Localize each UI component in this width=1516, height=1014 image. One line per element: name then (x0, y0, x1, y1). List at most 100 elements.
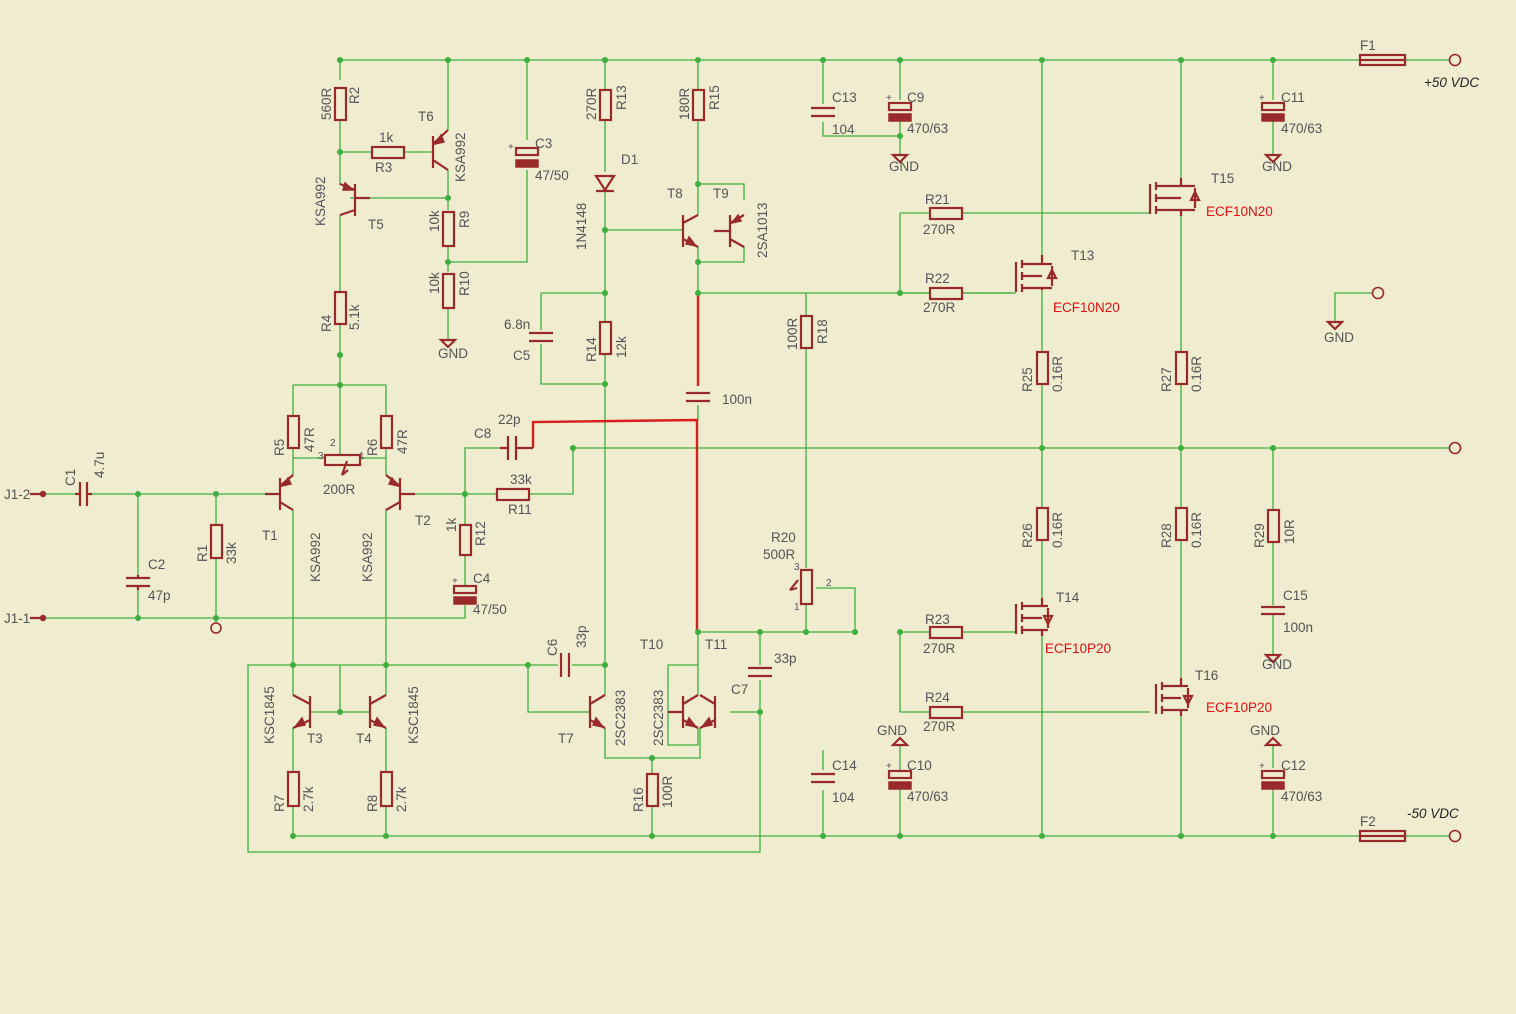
r22-value: 270R (923, 300, 956, 315)
diode-d1[interactable] (593, 174, 617, 193)
resistor-r26[interactable] (1035, 506, 1050, 542)
transistors (265, 129, 745, 729)
junction-dot (602, 381, 608, 387)
capacitor-c10[interactable]: + (886, 761, 913, 790)
capacitor-c1[interactable] (75, 482, 92, 506)
resistor-r10[interactable] (441, 272, 456, 310)
capacitor-c3[interactable]: + (508, 142, 540, 168)
resistor-r16[interactable] (645, 772, 660, 808)
resistor-r4[interactable] (333, 290, 348, 326)
capacitor-c9[interactable]: + (886, 93, 913, 122)
r21-ref: R21 (925, 192, 950, 207)
gnd-symbol (1263, 736, 1283, 747)
t5-ref: T5 (368, 217, 384, 232)
label-minus50: -50 VDC (1407, 806, 1459, 821)
resistor-r28[interactable] (1174, 506, 1189, 542)
transistor-t9[interactable] (714, 213, 745, 248)
r4-ref: R4 (319, 314, 334, 332)
capacitor-100n[interactable] (686, 391, 710, 403)
transistor-t2[interactable] (385, 474, 415, 511)
capacitor-c5[interactable] (529, 331, 553, 343)
r7-ref: R7 (272, 795, 287, 812)
transistor-t6[interactable] (431, 129, 449, 171)
r11-ref: R11 (508, 502, 532, 517)
transistor-t10[interactable] (668, 694, 699, 729)
resistor-r22[interactable] (928, 286, 964, 301)
transistor-t11[interactable] (699, 694, 717, 729)
d1-ref: D1 (621, 152, 638, 167)
mosfet-t16[interactable] (1154, 678, 1194, 716)
capacitor-c7[interactable] (748, 666, 772, 678)
capacitor-c12[interactable]: + (1259, 761, 1286, 790)
resistor-r13[interactable] (598, 88, 613, 122)
t9-part: 2SA1013 (755, 202, 770, 258)
pin-j1-1[interactable] (39, 614, 47, 622)
junction-dot (1178, 833, 1184, 839)
mosfet-t15[interactable] (1148, 178, 1201, 216)
resistor-r25[interactable] (1035, 350, 1050, 386)
resistor-r15[interactable] (691, 88, 706, 122)
potentiometer-r20[interactable] (789, 568, 814, 606)
capacitor-c2[interactable] (126, 575, 150, 590)
transistor-t4[interactable] (368, 694, 387, 729)
terminal-gnd[interactable] (1371, 286, 1385, 300)
d1-value: 1N4148 (574, 203, 589, 250)
junction-dot (135, 491, 141, 497)
capacitor-c15[interactable] (1261, 605, 1285, 616)
pin-j1-2[interactable] (39, 490, 47, 498)
svg-text:+: + (1259, 93, 1265, 104)
t4-ref: T4 (356, 731, 372, 746)
r9-value: 10k (427, 210, 442, 232)
capacitor-c8[interactable] (500, 436, 533, 460)
junction-dot (337, 709, 343, 715)
t3-ref: T3 (307, 731, 323, 746)
pot-r20-pin2: 2 (826, 578, 832, 589)
resistor-r6[interactable] (379, 414, 394, 450)
resistor-r5[interactable] (286, 414, 301, 450)
transistor-t5[interactable] (339, 181, 370, 217)
capacitor-c11[interactable]: + (1259, 93, 1286, 122)
resistor-r9[interactable] (441, 210, 456, 248)
capacitor-c6[interactable] (559, 653, 571, 677)
junction-dot (820, 57, 826, 63)
t6-part: KSA992 (453, 132, 468, 182)
resistor-r8[interactable] (379, 770, 394, 808)
resistor-r18[interactable] (799, 314, 814, 350)
resistor-r7[interactable] (286, 770, 301, 808)
resistor-r1[interactable] (209, 523, 224, 560)
resistor-r24[interactable] (928, 705, 964, 720)
transistor-t7[interactable] (588, 694, 606, 729)
resistor-r12[interactable] (458, 523, 473, 557)
t6-ref: T6 (418, 109, 434, 124)
resistor-r3[interactable] (370, 145, 406, 160)
terminal-minus50[interactable] (1448, 829, 1462, 843)
transistor-t8[interactable] (681, 214, 699, 248)
r9-ref: R9 (457, 211, 472, 228)
mosfet-t13[interactable] (1014, 255, 1058, 292)
junction-dot (757, 709, 763, 715)
transistor-t3[interactable] (292, 694, 312, 729)
capacitor-c4[interactable]: + (452, 576, 478, 605)
terminal-input-ground[interactable] (210, 622, 222, 634)
resistor-r11[interactable] (495, 487, 531, 502)
capacitor-c14[interactable] (811, 772, 835, 784)
transistor-t1[interactable] (265, 474, 294, 511)
resistor-r21[interactable] (928, 206, 964, 221)
capacitor-c13[interactable] (811, 106, 835, 118)
mosfet-t14[interactable] (1014, 598, 1054, 636)
terminal-output[interactable] (1448, 441, 1462, 455)
junction-dot (897, 133, 903, 139)
terminal-plus50[interactable] (1448, 53, 1462, 67)
junction-dot (1270, 445, 1276, 451)
resistor-r27[interactable] (1174, 350, 1189, 386)
junction-dot (445, 259, 451, 265)
gnd-symbol (1325, 320, 1345, 331)
resistor-r2[interactable] (333, 86, 348, 122)
r5-value: 47R (302, 427, 317, 452)
potentiometer-r19[interactable] (323, 453, 362, 476)
resistor-r29[interactable] (1266, 508, 1281, 544)
resistor-r23[interactable] (928, 625, 964, 640)
junction-dot (649, 755, 655, 761)
resistor-r14[interactable] (598, 320, 613, 356)
